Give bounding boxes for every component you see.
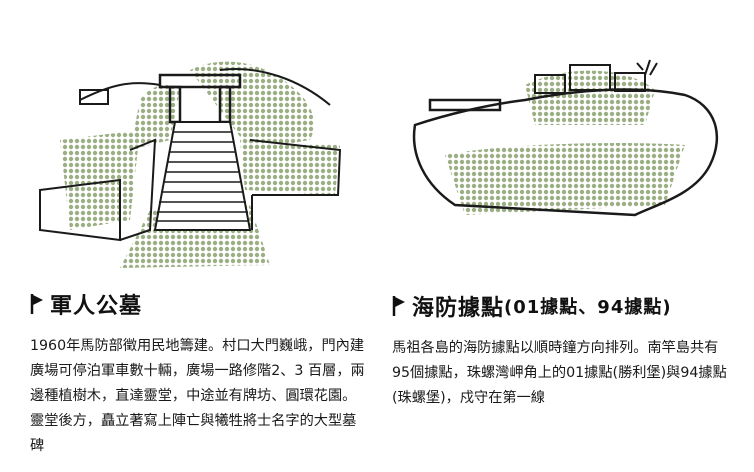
- stronghold-illustration: [412, 59, 719, 217]
- flag-icon: [392, 296, 405, 316]
- cemetery-heading: 軍人公墓: [30, 288, 370, 320]
- coastal-defense-section: 海防據點 (01據點、94據點) 馬祖各島的海防據點以順時鐘方向排列。南竿島共有…: [392, 290, 732, 411]
- coastal-defense-title-suffix: (01據點、94據點): [504, 297, 672, 318]
- cemetery-title: 軍人公墓: [50, 294, 143, 319]
- coastal-defense-description: 馬祖各島的海防據點以順時鐘方向排列。南竿島共有95個據點，珠螺灣岬角上的01據點…: [392, 340, 727, 406]
- flag-icon: [30, 294, 43, 314]
- coastal-defense-heading: 海防據點 (01據點、94據點): [392, 290, 732, 322]
- cemetery-illustration: [39, 61, 342, 268]
- cemetery-description: 1960年馬防部徵用民地籌建。村口大門巍峨，門內建廣場可停泊軍車數十輛，廣場一路…: [30, 338, 365, 454]
- cemetery-section: 軍人公墓 1960年馬防部徵用民地籌建。村口大門巍峨，門內建廣場可停泊軍車數十輛…: [30, 288, 370, 459]
- coastal-defense-title: 海防據點: [412, 296, 505, 321]
